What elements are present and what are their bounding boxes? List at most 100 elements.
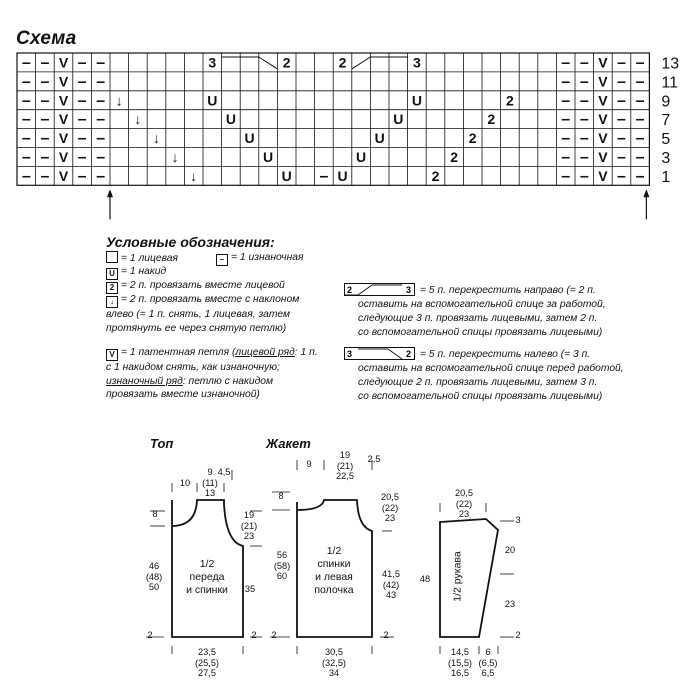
chart-cell-symbol: – [22,130,31,147]
chart-cell-symbol: – [580,73,589,90]
chart-cell-symbol: V [598,54,608,70]
chart-cell-symbol: V [598,149,608,165]
chart-cell-symbol: – [40,111,49,128]
chart-cell-symbol: – [580,54,589,71]
chart-cell-symbol: – [78,111,87,128]
chart-cell-symbol: ↓ [116,92,123,108]
chart-cell-symbol: – [96,130,105,147]
repeat-arrow-head-icon [643,189,650,198]
yarn-over-icon: U [106,268,118,280]
top-neck-depth: 8 [152,509,158,519]
chart-cell-symbol: V [598,168,608,184]
chart-cell-symbol: 2 [283,54,291,70]
chart-cell-symbol: – [22,92,31,109]
top-shoulder-slope: 4,5 [217,467,231,477]
top-length: 46(48)50 [145,561,163,592]
jacket-side-length: 41,5(42)43 [382,569,400,600]
chart-cell-symbol: V [59,149,69,165]
legend-cross-right-d: со вспомогательной спицы провязать лицев… [358,327,603,338]
chart-cell-symbol: ↓ [153,130,160,146]
k2tog-icon: 2 [106,282,118,294]
chart-cell-symbol: 3 [413,54,421,70]
jacket-outline [296,499,373,638]
chart-cell-symbol: ↓ [134,111,141,127]
chart-cell-symbol: – [561,130,570,147]
legend-cross-right-c: следующие 3 п. провязать лицевыми, затем… [358,313,598,324]
chart-cell-symbol: – [580,149,589,166]
jacket-hem-right: 2 [383,630,389,640]
chart-cell-symbol: – [78,168,87,185]
cross-right-num-b: 3 [406,285,411,295]
chart-cell-symbol: – [319,168,328,185]
chart-cell-symbol: – [617,54,626,71]
top-title: Топ [150,436,174,451]
chart-cell-symbol: U [226,111,236,127]
row-number: 7 [661,112,670,129]
chart-cell-symbol: – [40,54,49,71]
legend-cross-right-a: = 5 п. перекрестить направо (= 2 п. [420,285,596,296]
chart-cell-symbol: – [561,54,570,71]
chart-cell-symbol: – [617,149,626,166]
legend-cross-left-b: оставить на вспомогательной спице перед … [358,363,624,374]
chart-cell-symbol: – [22,149,31,166]
chart-cell-symbol: 2 [339,54,347,70]
chart-cell-symbol: – [96,111,105,128]
chart-cell-symbol: V [59,92,69,108]
chart-cell-symbol: – [561,111,570,128]
chart-cell-symbol: – [78,54,87,71]
legend-ssk: ↓= 2 п. провязать вместе с наклоном влев… [106,294,300,334]
legend-cross-right-b: оставить на вспомогательной спице за раб… [358,299,606,310]
sleeve-cap: 3 [515,515,521,525]
jacket-title: Жакет [266,436,311,451]
top-neck-width: 10 [179,478,191,488]
chart-cell-symbol: U [356,149,366,165]
repeat-arrow-head-icon [107,189,113,198]
chart-cell-symbol: – [96,168,105,185]
cable-line [258,56,278,70]
chart-cell-symbol: – [580,130,589,147]
top-width: 23,5(25,5)27,5 [194,647,220,678]
chart-cell-symbol: – [96,73,105,90]
cross-left-icon: 3 2 [344,347,415,360]
legend-cross-left-d: со вспомогательной спицы провязать лицев… [358,391,603,402]
row-number: 5 [661,131,670,148]
chart-cell-symbol: 2 [506,92,514,108]
knit-symbol-icon [106,251,118,263]
jacket-length: 56(58)60 [273,550,291,581]
chart-cell-symbol: V [59,130,69,146]
chart-cell-symbol: U [393,111,403,127]
jacket-armhole-depth: 20,5(22)23 [381,492,399,523]
chart-cell-symbol: – [617,92,626,109]
jacket-shoulder-width: 19(21)22,5 [336,450,354,481]
chart-cell-symbol: – [561,92,570,109]
sleeve-height: 48 [419,574,431,584]
chart-cell-symbol: – [561,73,570,90]
row-number: 13 [661,55,679,72]
chart-cell-symbol: U [337,168,347,184]
jacket-neck-width: 9 [306,459,312,469]
chart-cell-symbol: V [598,130,608,146]
top-outline [171,499,244,638]
chart-cell-symbol: – [617,111,626,128]
chart-cell-symbol: U [263,149,273,165]
jacket-neck-depth: 8 [278,491,284,501]
sleeve-bottom-width: 14,5(15,5)16,5 [447,647,473,678]
chart-cell-symbol: – [78,149,87,166]
cross-left-num-a: 3 [347,349,352,359]
chart-cell-symbol: V [59,54,69,70]
chart-cell-symbol: – [40,73,49,90]
cross-left-num-b: 2 [406,349,411,359]
chart-cell-symbol: – [78,73,87,90]
chart-cell-symbol: V [59,73,69,89]
legend-purl: –= 1 изнаночная [216,251,304,266]
legend-yo: U= 1 накид [106,265,166,280]
chart-cell-symbol: – [636,149,645,166]
top-side-length: 35 [244,584,256,594]
sleeve-outline [439,518,499,638]
legend-k2tog: 2= 2 п. провязать вместе лицевой [106,279,285,294]
chart-cell-symbol: – [617,73,626,90]
top-armhole-depth: 19(21)23 [240,510,258,541]
legend-cross-left-c: следующие 2 п. провязать лицевыми, затем… [358,377,598,388]
